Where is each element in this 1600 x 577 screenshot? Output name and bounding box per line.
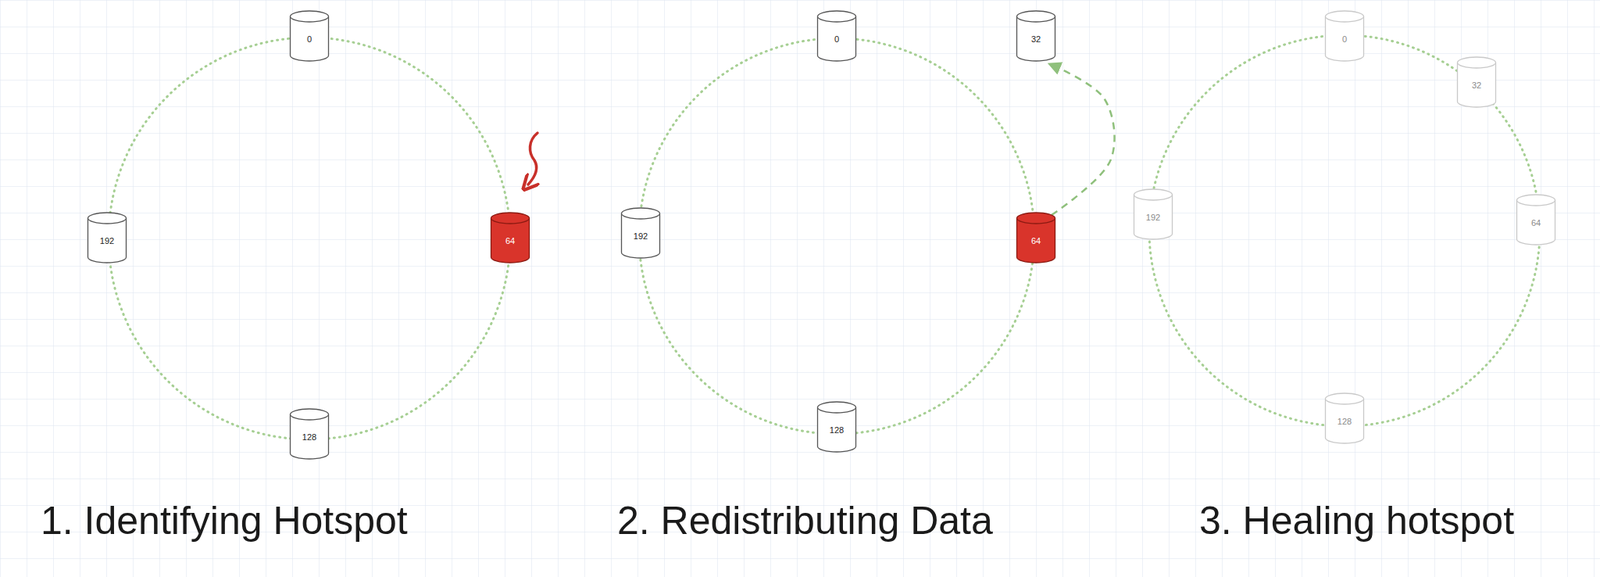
node-label: 128: [1324, 416, 1365, 427]
node-label: 128: [289, 432, 330, 443]
cylinder-top: [817, 10, 857, 22]
node-label: 32: [1456, 80, 1497, 91]
node-label: 0: [1324, 34, 1365, 45]
cylinder-top: [290, 10, 329, 22]
database-node: 32: [1015, 10, 1057, 62]
hash-ring: [108, 37, 511, 440]
database-node: 192: [86, 211, 128, 264]
database-node: 0: [816, 10, 858, 62]
migration-arrow: [1050, 64, 1115, 215]
node-label: 192: [620, 231, 661, 242]
cylinder-top: [1517, 194, 1556, 206]
cylinder-top: [817, 401, 857, 413]
step-caption: 2. Redistributing Data: [617, 496, 993, 544]
hash-ring: [1149, 35, 1540, 426]
cylinder-top: [1457, 57, 1497, 68]
database-node: 128: [816, 400, 858, 453]
database-node: 32: [1456, 56, 1497, 108]
database-node: 64: [1515, 193, 1557, 246]
cylinder-top: [290, 408, 329, 420]
node-label: 32: [1015, 34, 1057, 45]
cylinder-top: [491, 212, 530, 224]
database-node: 0: [289, 10, 330, 62]
cylinder-top: [621, 207, 661, 219]
node-label: 0: [289, 34, 330, 45]
database-node: 64: [1015, 211, 1057, 264]
cylinder-top: [1017, 10, 1056, 22]
node-label: 64: [1515, 217, 1557, 229]
cylinder-top: [88, 212, 127, 224]
node-label: 128: [816, 425, 858, 436]
database-node: 192: [1132, 188, 1174, 240]
node-label: 192: [86, 235, 128, 247]
hash-ring: [639, 38, 1035, 434]
database-node: 128: [1324, 392, 1365, 444]
cylinder-top: [1134, 189, 1173, 200]
node-label: 192: [1132, 212, 1174, 223]
database-node: 128: [289, 407, 330, 460]
cylinder-top: [1325, 10, 1365, 22]
step-caption: 1. Identifying Hotspot: [40, 496, 408, 544]
database-node: 64: [489, 211, 531, 264]
hotspot-pointer: [528, 132, 538, 185]
step-caption: 3. Healing hotspot: [1199, 496, 1515, 544]
node-label: 0: [816, 34, 858, 45]
node-label: 64: [489, 235, 531, 247]
cylinder-top: [1325, 392, 1365, 404]
database-node: 192: [620, 207, 661, 259]
cylinder-top: [1017, 212, 1056, 224]
database-node: 0: [1324, 10, 1365, 62]
node-label: 64: [1015, 235, 1057, 247]
